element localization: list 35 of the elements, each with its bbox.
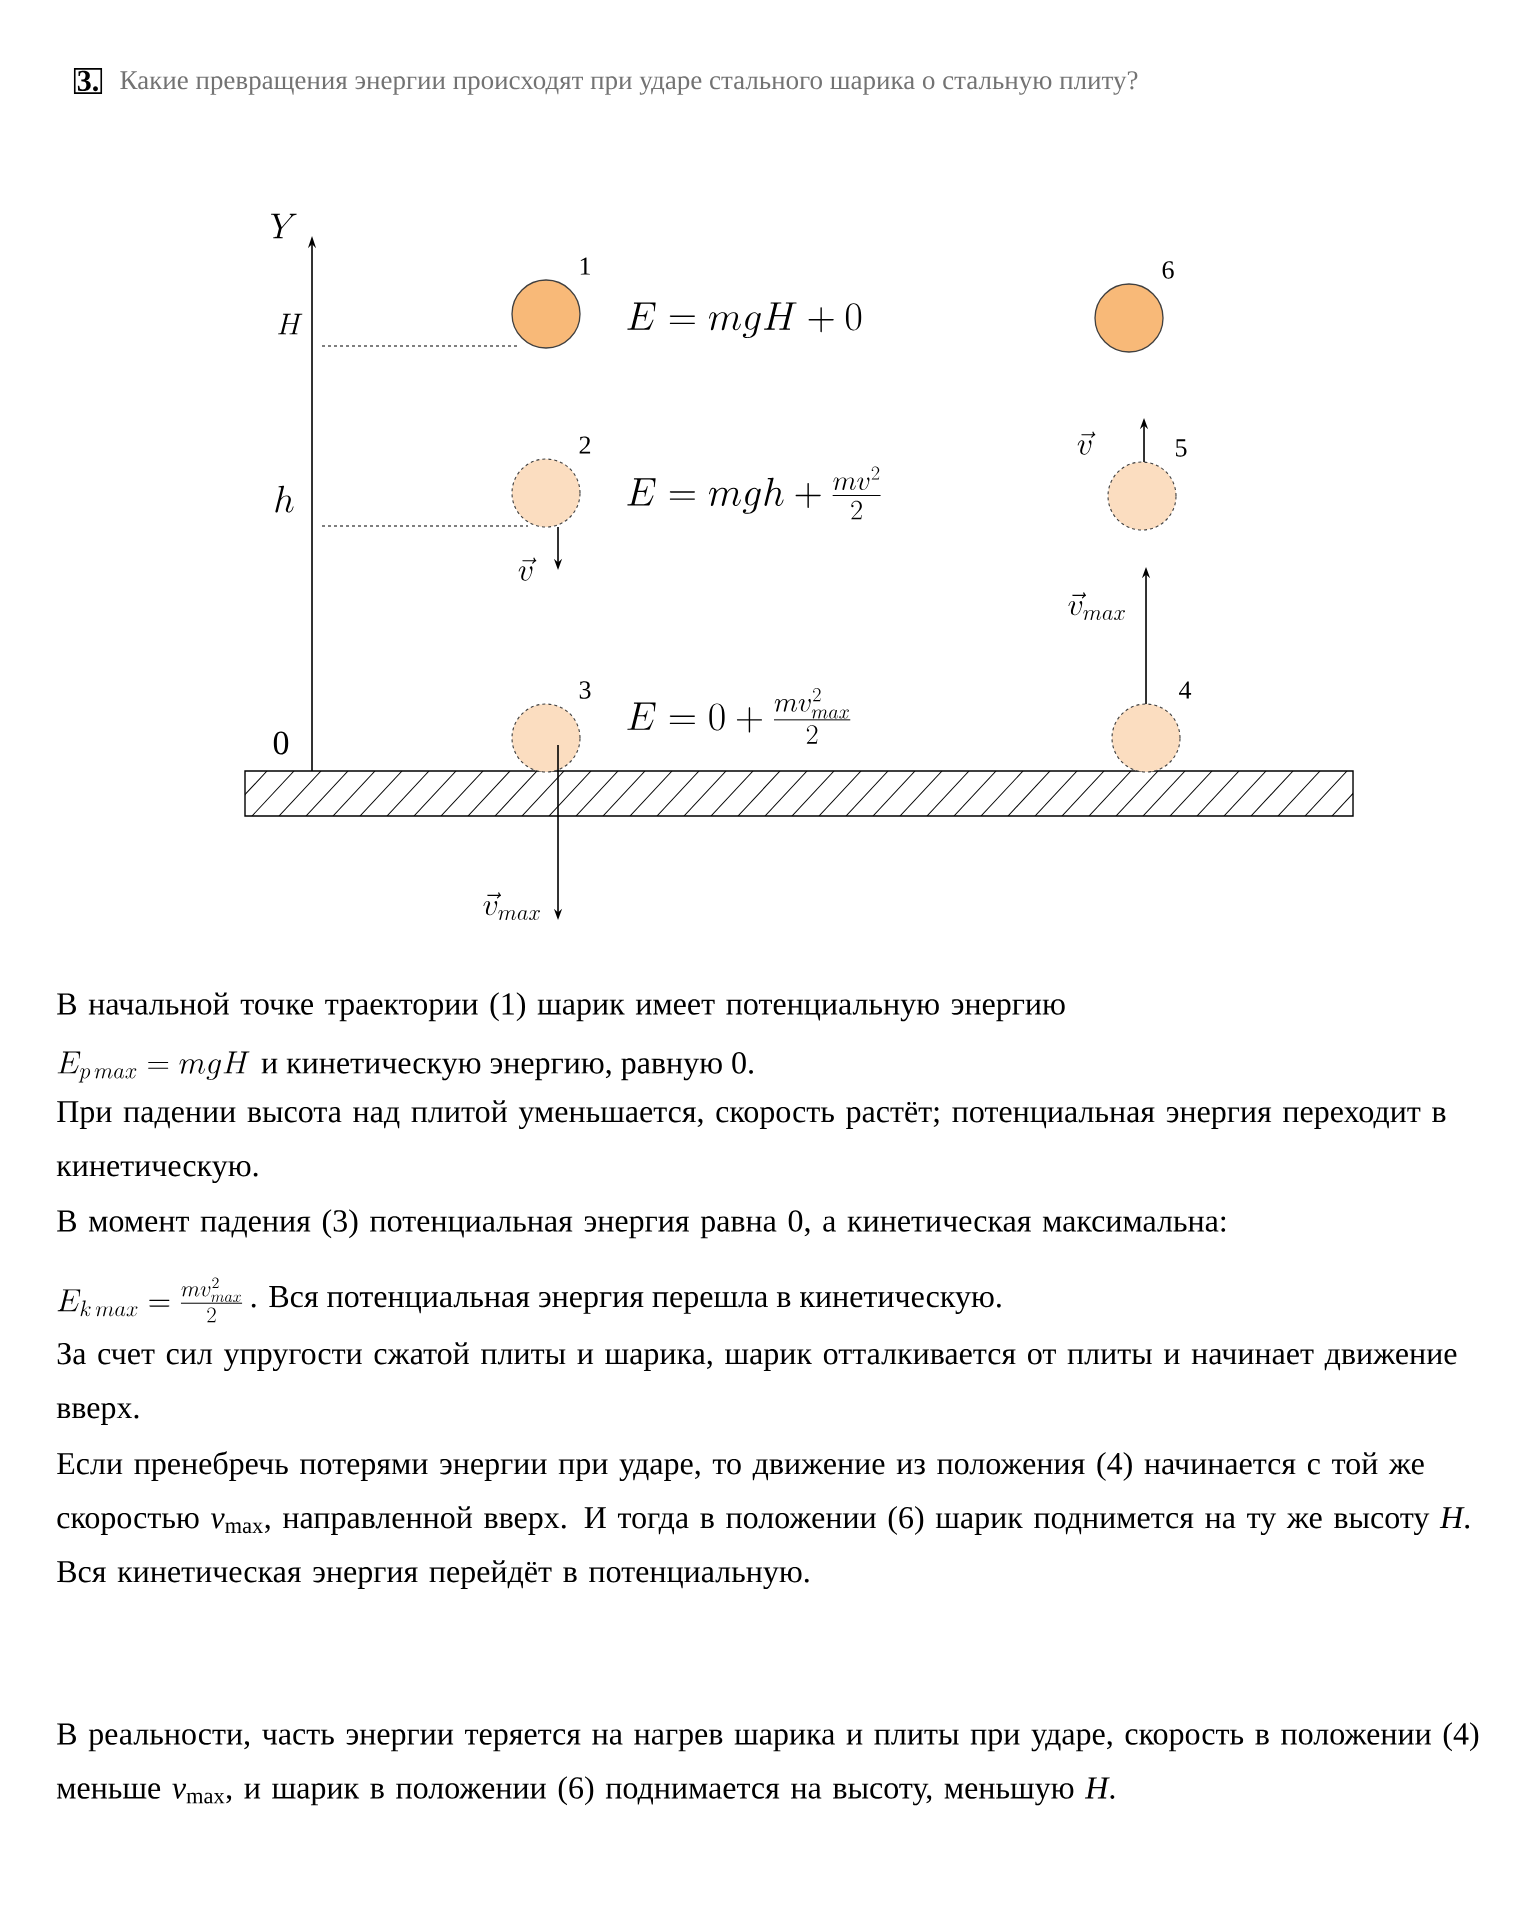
ball xyxy=(1107,461,1177,531)
paragraph: В момент падения (3) потенциальная энергия равна 0, а кинетическая максимальна: xyxy=(57,1209,1226,1239)
axis-label: $Y$ xyxy=(271,213,297,239)
paragraph: Если пренебречь потерями энергии при ударе, то движение из положения (4) начинается с той же скоростью v$_{max}$, направленной вверх. И тогда в положении (6) шарик поднимется на ту же высоту H. Вся кинетическая энергия перейдёт в потенциальную. xyxy=(57,1451,1470,1589)
height-label: $h$ xyxy=(275,485,294,513)
velocity-label: $\vec{v}$ xyxy=(518,557,537,581)
sentence: и кинетическую энергию, равную 0. xyxy=(261,1052,753,1081)
position-number: 1 xyxy=(580,257,590,275)
sentence: . Вся потенциальная энергия перешла в кинетическую. xyxy=(251,1286,1001,1314)
energy-formula: $E = mgH + 0$ xyxy=(627,302,862,338)
position-number: 6 xyxy=(1162,261,1174,279)
question-text: Какие превращения энергии происходят при ударе стального шарика о стальную плиту? xyxy=(120,71,1138,95)
position-number: 4 xyxy=(1179,681,1192,699)
ball xyxy=(1111,703,1181,773)
ball xyxy=(511,703,581,773)
energy-formula: $E_{p\,max} = mgH$ xyxy=(57,1051,250,1083)
energy-formula: $E = mgh + \frac{mv^2}{2}$ xyxy=(627,466,881,520)
energy-formula: $E_{k\,max} = \frac{mv_{max}^2}{2}$ xyxy=(57,1277,243,1323)
position-number: 3 xyxy=(579,681,591,699)
position-number: 2 xyxy=(579,436,591,454)
axis-label: 0 xyxy=(273,731,289,755)
velocity-label: $\vec{v}$ xyxy=(1077,431,1096,455)
paragraph: В реальности, часть энергии теряется на нагрев шарика и плиты при ударе, скорость в положении (4) меньше v$_{max}$, и шарик в положении (6) поднимается на высоту, меньшую H. xyxy=(56,1722,1479,1806)
paragraph: При падении высота над плитой уменьшается, скорость растёт; потенциальная энергия переходит в кинетическую. xyxy=(56,1100,1446,1183)
height-label: $H$ xyxy=(278,313,303,335)
velocity-label: $\vec{v}_{max}$ xyxy=(1068,592,1125,621)
ball xyxy=(1094,283,1164,353)
paragraph: За счет сил упругости сжатой плиты и шарика, шарик отталкивается от плиты и начинает движение вверх. xyxy=(56,1342,1457,1425)
ball xyxy=(511,279,581,349)
task-number: 3. xyxy=(73,68,103,94)
energy-formula: $E = 0 + \frac{mv_{max}^2}{2}$ xyxy=(627,688,851,744)
ball xyxy=(511,458,581,528)
position-number: 5 xyxy=(1176,439,1187,457)
paragraph: В начальной точке траектории (1) шарик имеет потенциальную энергию xyxy=(57,992,1065,1022)
velocity-label: $\vec{v}_{max}$ xyxy=(483,892,540,921)
